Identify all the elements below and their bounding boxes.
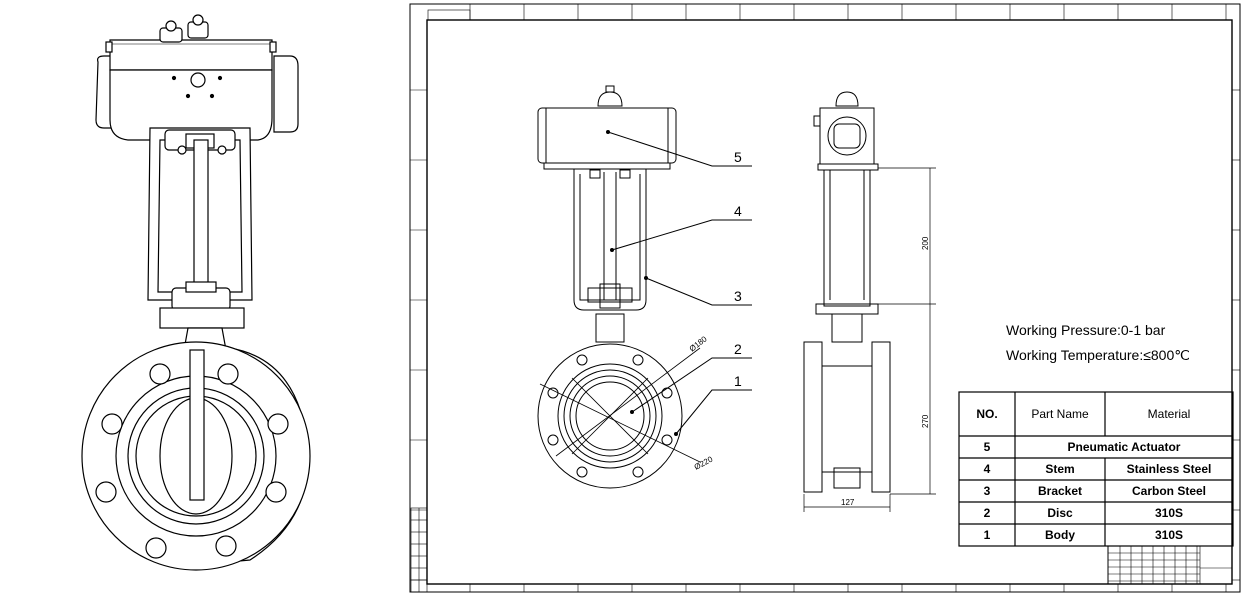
front-actuator	[537, 85, 677, 170]
callout-5: 5	[734, 149, 742, 165]
table-row-material: 310S	[1155, 528, 1183, 542]
table-row-name: Pneumatic Actuator	[1068, 440, 1181, 454]
table-row-material: Carbon Steel	[1132, 484, 1206, 498]
callout-4: 4	[734, 203, 742, 219]
bore-dia-label: Ø180	[688, 334, 709, 353]
iso-body	[81, 341, 311, 571]
table-row-no: 4	[984, 462, 991, 476]
table-row-name: Disc	[1047, 506, 1073, 520]
dim-body-height: 270	[921, 414, 930, 428]
revision-strip	[410, 507, 428, 593]
dim-face-width: 127	[841, 498, 855, 507]
table-row-no: 5	[984, 440, 991, 454]
front-bracket	[573, 169, 647, 343]
side-body	[803, 341, 891, 493]
working-temperature-note: Working Temperature:≤800℃	[1006, 347, 1190, 363]
side-bracket	[815, 169, 879, 343]
table-row-no: 1	[984, 528, 991, 542]
side-dimensions	[803, 167, 936, 512]
iso-actuator	[95, 14, 299, 141]
flange-dia-leader	[539, 383, 701, 463]
bore-dia-leader	[555, 347, 701, 457]
callout-2: 2	[734, 341, 742, 357]
table-row-material: Stainless Steel	[1127, 462, 1212, 476]
sheet-outer-border	[409, 3, 1241, 593]
zone-ticks	[410, 4, 1240, 592]
callout-leaders	[606, 130, 752, 436]
flange-dia-label: Ø220	[693, 454, 715, 471]
callout-3: 3	[734, 288, 742, 304]
sheet-inner-border	[426, 19, 1233, 585]
table-row-no: 2	[984, 506, 991, 520]
table-header-material: Material	[1148, 407, 1191, 421]
side-actuator	[813, 91, 879, 171]
table-row-name: Bracket	[1038, 484, 1082, 498]
sheet-label-box	[427, 9, 471, 21]
table-row-material: 310S	[1155, 506, 1183, 520]
dim-bracket-height: 200	[921, 236, 930, 250]
parts-table: NO. Part Name Material 5 Pneumatic Actua…	[958, 391, 1234, 547]
table-header-no: NO.	[976, 407, 997, 421]
callout-numbers: 5 4 3 2 1	[734, 149, 742, 389]
working-pressure-note: Working Pressure:0-1 bar	[1006, 322, 1166, 338]
callout-1: 1	[734, 373, 742, 389]
table-header-part-name: Part Name	[1031, 407, 1089, 421]
front-view	[537, 85, 701, 489]
title-block	[1107, 545, 1233, 585]
isometric-valve-illustration	[81, 14, 311, 571]
table-row-name: Stem	[1045, 462, 1074, 476]
front-body	[537, 343, 683, 489]
table-row-no: 3	[984, 484, 991, 498]
table-row-name: Body	[1045, 528, 1075, 542]
drawing-sheet	[409, 3, 1241, 593]
side-view	[803, 91, 936, 512]
